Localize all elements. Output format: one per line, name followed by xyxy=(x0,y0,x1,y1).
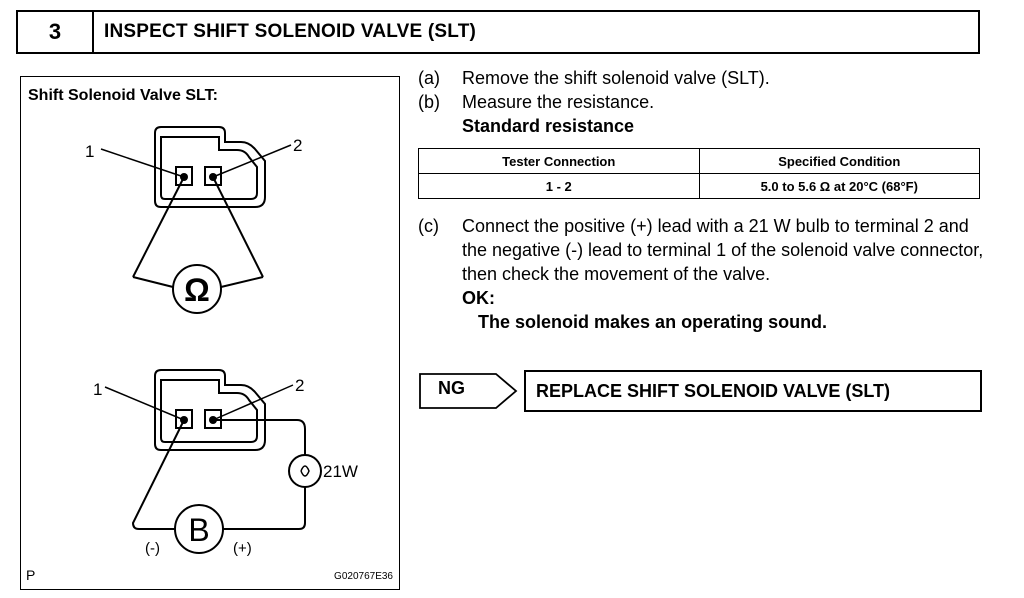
step-c-label: (c) xyxy=(418,216,439,236)
step-list-c: (c) Connect the positive (+) lead with a… xyxy=(418,214,988,334)
top-terminal-1 xyxy=(175,166,193,186)
minus-label: (-) xyxy=(145,540,160,557)
step-a-text: Remove the shift solenoid valve (SLT). xyxy=(462,68,770,88)
bottom-terminal-1-dot xyxy=(180,416,188,424)
battery-symbol: B xyxy=(188,512,209,548)
step-c-text: Connect the positive (+) lead with a 21 … xyxy=(462,216,984,284)
bottom-connector-inner xyxy=(160,379,258,443)
top-label-1: 1 xyxy=(85,142,94,161)
spec-table: Tester Connection Specified Condition 1 … xyxy=(418,148,980,199)
ohm-lead-right xyxy=(212,176,264,278)
figure-title: Shift Solenoid Valve SLT: xyxy=(28,87,218,104)
ng-action-box: REPLACE SHIFT SOLENOID VALVE (SLT) xyxy=(524,370,982,412)
bulb-label: 21W xyxy=(323,462,358,481)
step-b: (b) Measure the resistance. xyxy=(418,90,988,114)
step-a-label: (a) xyxy=(418,68,440,88)
ok-label: OK: xyxy=(462,288,495,308)
top-terminal-2 xyxy=(204,166,222,186)
ng-arrow-tag xyxy=(419,373,518,409)
step-b-text: Measure the resistance. xyxy=(462,92,655,112)
plus-label: (+) xyxy=(233,540,252,557)
bottom-callout-2 xyxy=(212,384,294,421)
bulb-circle xyxy=(288,454,322,488)
step-title: INSPECT SHIFT SOLENOID VALVE (SLT) xyxy=(104,21,477,42)
wiring-diagram: 1 2 Ω 1 2 21W B (-) (+) xyxy=(85,126,358,557)
ng-section: NG REPLACE SHIFT SOLENOID VALVE (SLT) xyxy=(418,370,984,412)
bottom-label-2: 2 xyxy=(295,376,304,395)
ng-tag-label: NG xyxy=(438,378,465,398)
ohm-lead-left xyxy=(132,176,185,278)
step-list-ab: (a) Remove the shift solenoid valve (SLT… xyxy=(418,66,988,138)
bottom-label-1: 1 xyxy=(93,380,102,399)
ohm-lead-right-2 xyxy=(220,276,264,288)
top-terminal-2-dot xyxy=(209,173,217,181)
top-connector-inner xyxy=(160,136,258,200)
battery-plus-wire xyxy=(223,487,306,530)
top-label-2: 2 xyxy=(293,136,302,155)
bulb-wire xyxy=(213,419,306,455)
battery-minus-wire xyxy=(131,419,185,530)
figure-corner-letter: P xyxy=(26,567,36,583)
ohm-symbol: Ω xyxy=(184,272,210,308)
ng-action-text: REPLACE SHIFT SOLENOID VALVE (SLT) xyxy=(536,380,891,401)
step-a: (a) Remove the shift solenoid valve (SLT… xyxy=(418,66,988,90)
table-row: 1 - 2 5.0 to 5.6 Ω at 20°C (68°F) xyxy=(418,173,980,199)
step-b-label: (b) xyxy=(418,92,440,112)
bulb-filament xyxy=(300,465,310,477)
bottom-connector-outer xyxy=(154,369,266,451)
standard-heading: Standard resistance xyxy=(462,116,635,136)
figure-code: G020767E36 xyxy=(334,571,393,582)
ohm-lead-left-2 xyxy=(132,276,174,288)
table-cell: 5.0 to 5.6 Ω at 20°C (68°F) xyxy=(698,173,980,199)
table-header-cell: Specified Condition xyxy=(698,148,980,174)
top-callout-1 xyxy=(100,148,185,178)
table-header-cell: Tester Connection xyxy=(418,148,700,174)
table-header-row: Tester Connection Specified Condition xyxy=(418,148,980,174)
top-connector-outer xyxy=(154,126,266,208)
wiring-figure: 1 2 Ω 1 2 21W B (-) (+) Shift Solenoid V… xyxy=(20,76,400,590)
step-number: 3 xyxy=(18,12,94,52)
battery-circle xyxy=(174,504,224,554)
step-c: (c) Connect the positive (+) lead with a… xyxy=(418,214,988,286)
bottom-callout-1 xyxy=(104,386,185,421)
ok-text: The solenoid makes an operating sound. xyxy=(478,312,828,332)
bottom-terminal-2-dot xyxy=(209,416,217,424)
top-callout-2 xyxy=(212,144,292,178)
ohmmeter-circle xyxy=(172,264,222,314)
top-terminal-1-dot xyxy=(180,173,188,181)
table-cell: 1 - 2 xyxy=(418,173,700,199)
step-header: 3 INSPECT SHIFT SOLENOID VALVE (SLT) xyxy=(16,10,980,54)
bottom-terminal-1 xyxy=(175,409,193,429)
